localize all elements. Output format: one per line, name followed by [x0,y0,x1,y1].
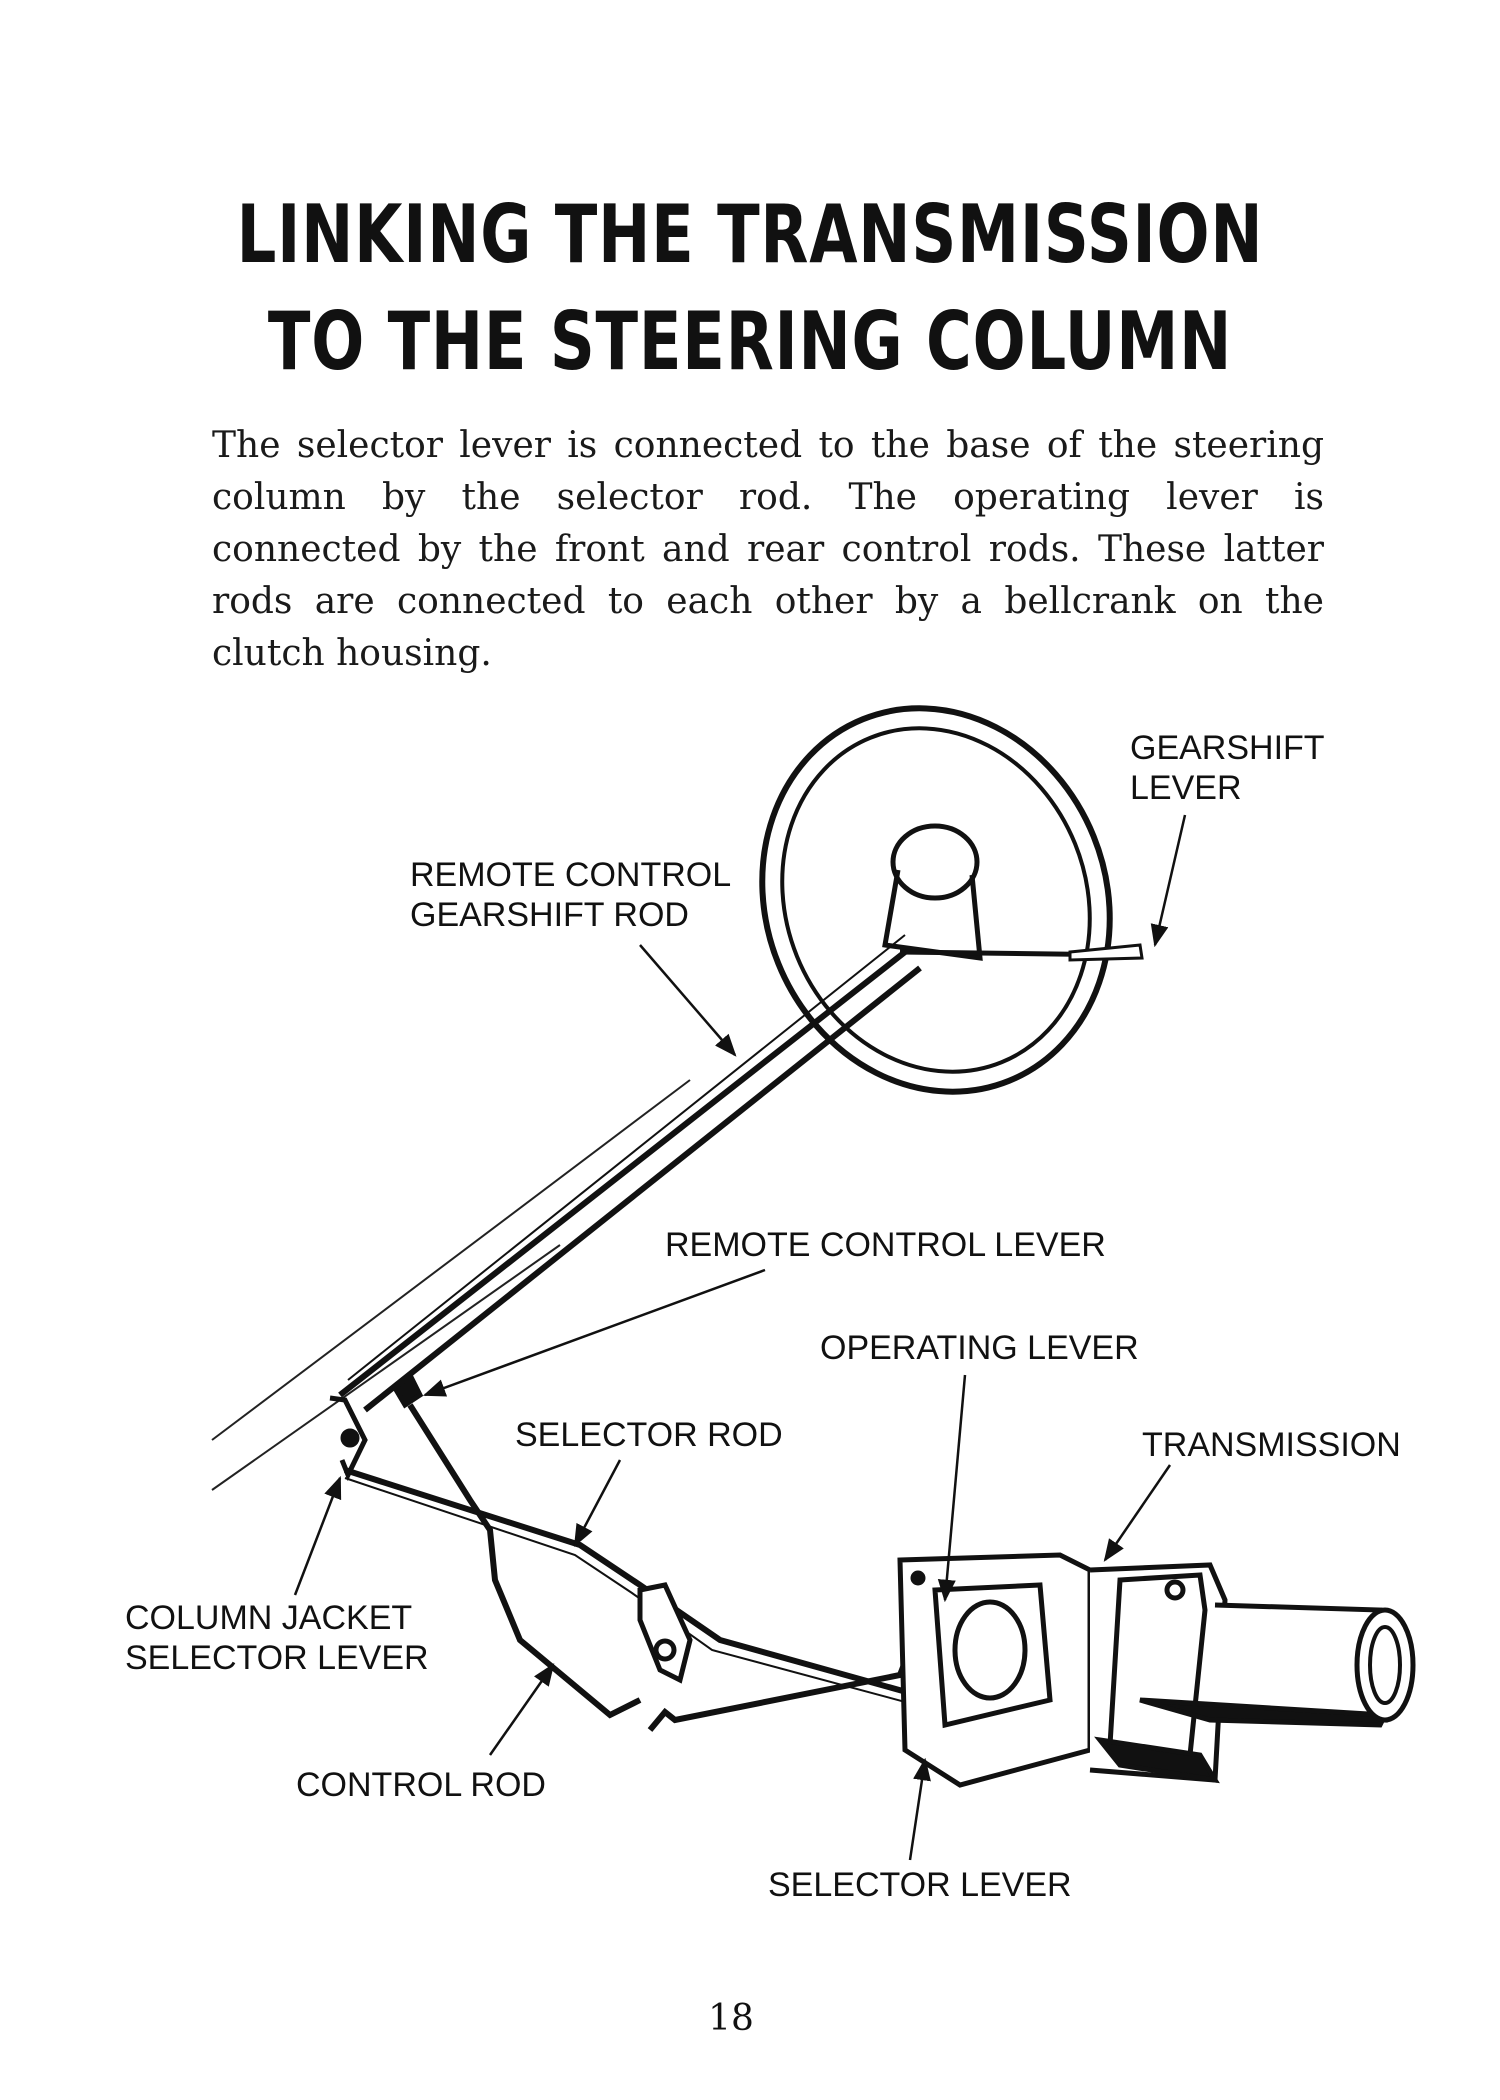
leader-remote-control-gearshift-rod [639,944,737,1057]
transmission-housing [897,1552,1416,1788]
page-title-line-1: LINKING THE TRANSMISSION [236,188,1264,281]
leader-operating-lever [937,1374,967,1603]
page-number: 18 [708,1998,754,2039]
leader-transmission [1103,1464,1172,1562]
label-selector-rod: SELECTOR ROD [515,1416,783,1454]
body-paragraph: The selector lever is connected to the b… [212,425,1324,674]
label-control-rod: CONTROL ROD [296,1766,546,1804]
leader-selector-rod [573,1459,622,1547]
label-gearshift-lever: GEARSHIFT LEVER [1130,729,1325,807]
steering-wheel [759,705,1131,1095]
selector-rod-shape [344,1467,936,1711]
label-column-jacket-selector-lever: COLUMN JACKET SELECTOR LEVER [125,1599,429,1677]
label-remote-control-gearshift-rod: REMOTE CONTROL GEARSHIFT ROD [410,856,732,934]
label-remote-control-lever: REMOTE CONTROL LEVER [665,1226,1106,1264]
steering-column [338,934,922,1413]
leader-selector-lever [908,1757,931,1861]
leader-column-jacket-selector-lever [293,1475,342,1596]
label-selector-lever: SELECTOR LEVER [768,1866,1072,1904]
label-transmission: TRANSMISSION [1142,1426,1401,1464]
bellcrank [637,1582,693,1684]
leader-control-rod [488,1663,555,1756]
page-title-line-2: TO THE STEERING COLUMN [267,295,1233,388]
floor-outline [211,1079,691,1491]
leader-remote-control-lever [422,1268,766,1397]
leader-lines [293,814,1187,1861]
label-operating-lever: OPERATING LEVER [820,1329,1139,1367]
leader-gearshift-lever [1150,814,1187,948]
gearshift-lever [1068,943,1144,962]
